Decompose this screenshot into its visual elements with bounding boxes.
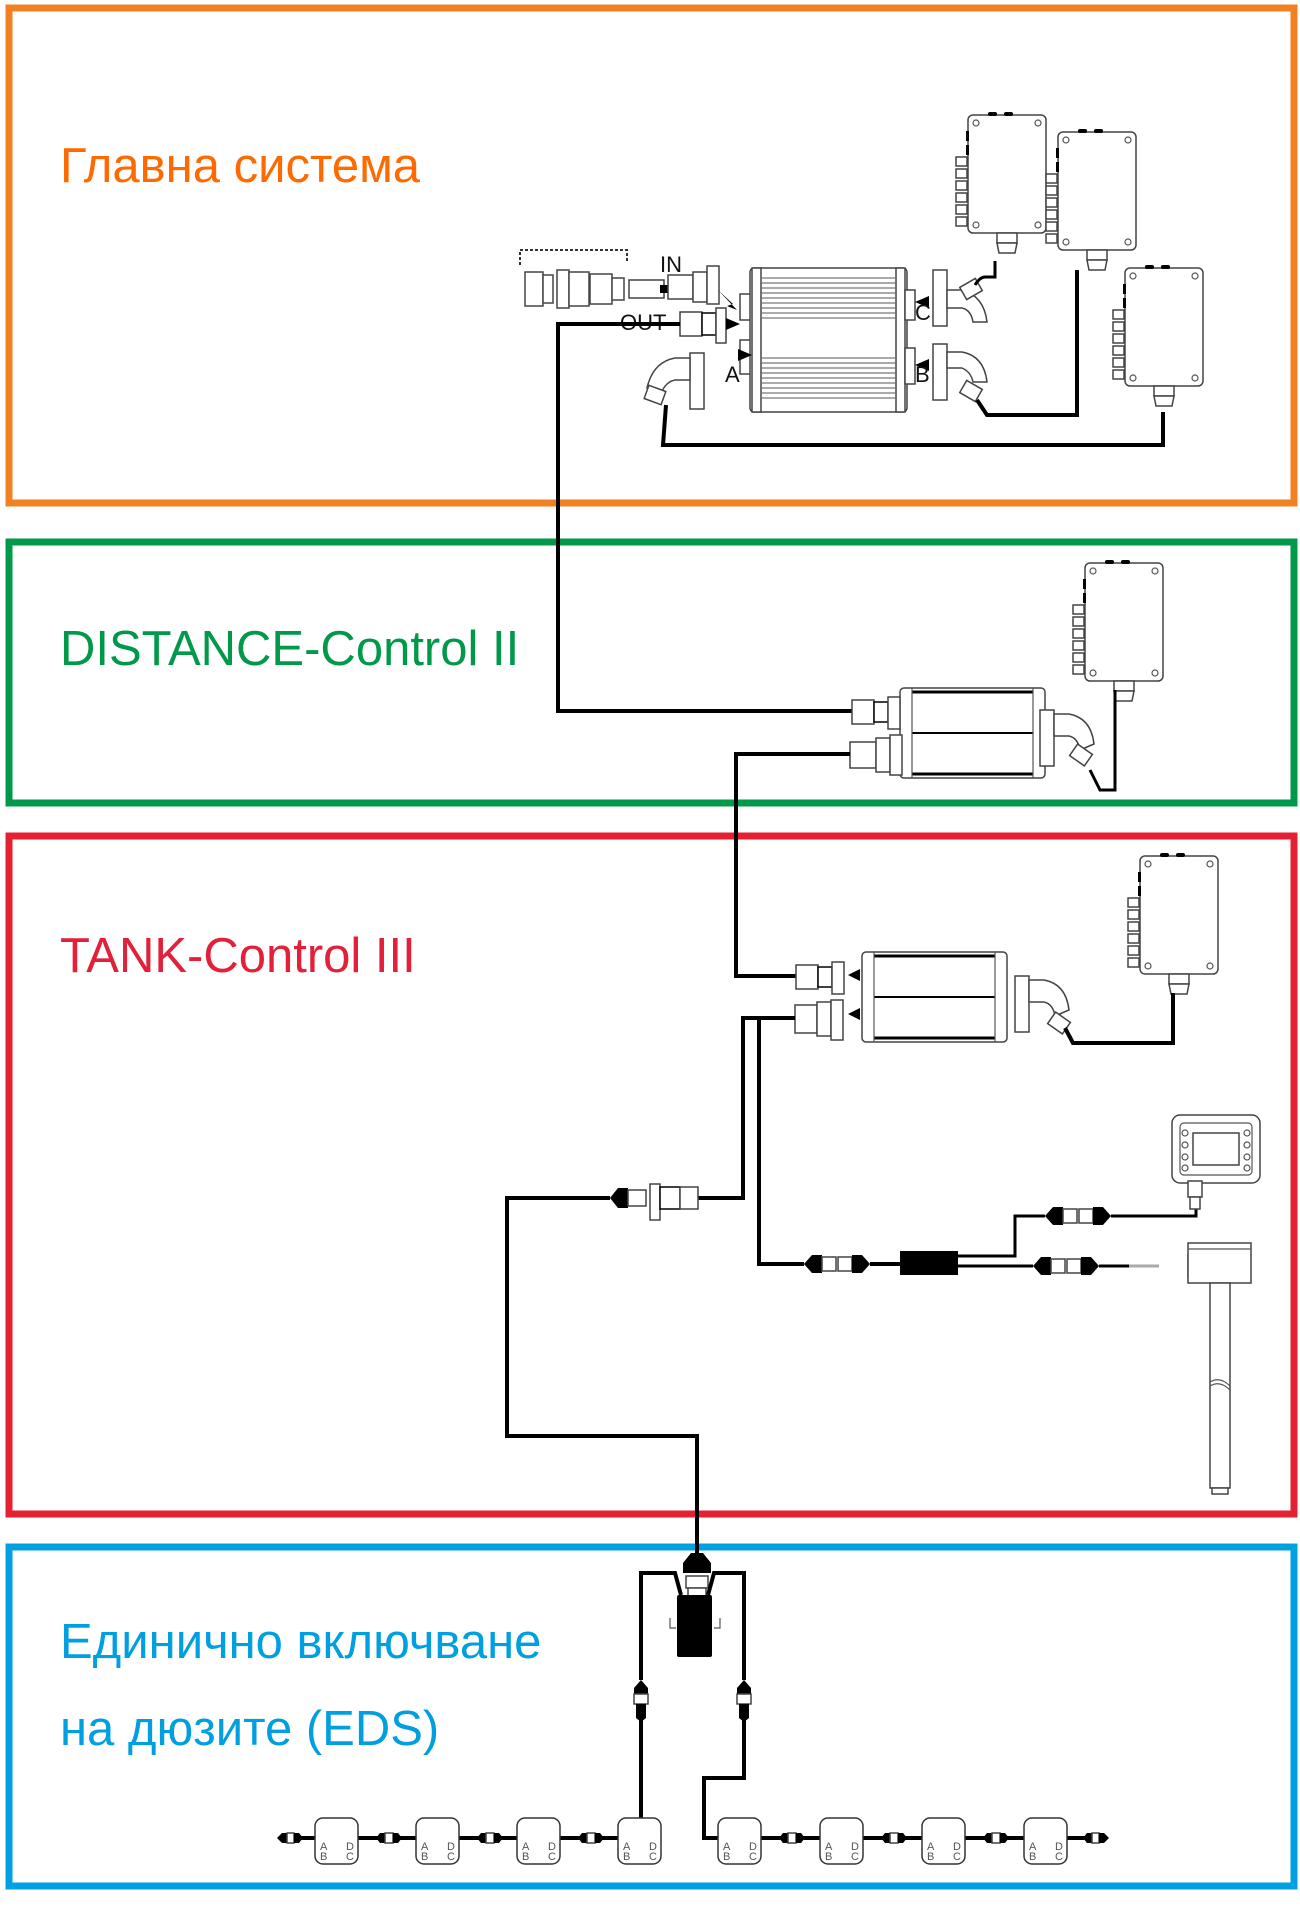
cable-b-to-box2 — [975, 270, 1079, 417]
nozzle-unit: AB DC — [717, 1817, 762, 1865]
port-label-a: A — [421, 1841, 429, 1853]
nozzle-connector — [477, 1832, 503, 1844]
port-label-c: C — [346, 1851, 354, 1863]
port-label-a: A — [522, 1841, 530, 1853]
nozzle-unit: AB DC — [415, 1817, 460, 1865]
port-label-d: D — [1055, 1841, 1063, 1853]
section-title-tank-control: TANK-Control III — [60, 929, 416, 983]
cable-c-to-box1 — [973, 261, 997, 286]
nozzle-unit: AB DC — [921, 1817, 966, 1865]
section-frame-main-system — [5, 4, 1298, 507]
end-cap-left — [277, 1832, 303, 1844]
port-label-c: C — [749, 1851, 757, 1863]
nozzle-connector — [881, 1832, 907, 1844]
port-label-a: A — [725, 362, 740, 387]
tank-control-unit — [860, 950, 1009, 1044]
port-label-a: A — [825, 1841, 833, 1853]
tank-control-components — [505, 852, 1261, 1563]
port-label-d: D — [649, 1841, 657, 1853]
main-control-unit — [739, 267, 916, 413]
nozzle-connector — [779, 1832, 805, 1844]
port-label-c: C — [548, 1851, 556, 1863]
nozzle-unit: AB DC — [314, 1817, 359, 1865]
port-label-d: D — [851, 1841, 859, 1853]
nozzle-unit: AB DC — [617, 1817, 662, 1865]
end-cap-right — [1083, 1832, 1109, 1844]
port-label-b: B — [320, 1851, 327, 1863]
port-label-a: A — [927, 1841, 935, 1853]
junction-box-distance — [1072, 559, 1164, 702]
inline-adapter — [610, 1183, 699, 1221]
eds-distributor — [677, 1595, 712, 1657]
port-label-d: D — [346, 1841, 354, 1853]
tractor-plug — [519, 249, 668, 309]
cable-a-to-box3 — [660, 404, 1165, 447]
port-label-d: D — [749, 1841, 757, 1853]
port-label-a: A — [320, 1841, 328, 1853]
port-label-c: C — [1055, 1851, 1063, 1863]
port-label-b: B — [927, 1851, 934, 1863]
port-label-c: C — [447, 1851, 455, 1863]
section-frame-distance-control — [5, 538, 1298, 807]
port-label-d: D — [953, 1841, 961, 1853]
plug-pair-2 — [1044, 1206, 1112, 1226]
section-title-distance-control: DISTANCE-Control II — [60, 622, 519, 676]
nozzle-unit: AB DC — [1023, 1817, 1068, 1865]
junction-box-2 — [1045, 128, 1137, 271]
junction-box-1 — [955, 111, 1047, 254]
port-label-b: B — [421, 1851, 428, 1863]
nozzle-connector — [578, 1832, 604, 1844]
port-label-c: C — [915, 300, 931, 325]
distance-control-components — [734, 559, 1164, 978]
cable-adapter-to-eds — [505, 1196, 699, 1563]
nozzle-unit: AB DC — [516, 1817, 561, 1865]
cable-tank-to-eds-adapter — [698, 1016, 795, 1200]
connector-label-in: IN — [660, 252, 682, 277]
port-label-b: B — [915, 362, 930, 387]
port-label-b: B — [825, 1851, 832, 1863]
section-title-main-system: Главна система — [60, 139, 421, 193]
junction-box-tank — [1127, 852, 1219, 995]
port-label-c: C — [851, 1851, 859, 1863]
main-system-components: IN OUT — [519, 111, 1204, 713]
port-label-d: D — [447, 1841, 455, 1853]
port-label-c: C — [649, 1851, 657, 1863]
display-terminal — [1171, 1114, 1261, 1210]
cable-out-to-distance — [556, 322, 863, 713]
cable-distance-to-tank — [734, 752, 850, 978]
section-frame-eds — [5, 1543, 1298, 1890]
port-label-b: B — [522, 1851, 529, 1863]
level-sensor — [1187, 1242, 1252, 1495]
port-label-a: A — [1029, 1841, 1037, 1853]
port-label-b: B — [623, 1851, 630, 1863]
plug-pair-1 — [803, 1254, 871, 1274]
nozzle-connector — [376, 1832, 402, 1844]
section-title-eds-line-1: Единично включване — [60, 1615, 541, 1669]
port-label-b: B — [723, 1851, 730, 1863]
nozzle-unit: AB DC — [819, 1817, 864, 1865]
port-label-c: C — [953, 1851, 961, 1863]
junction-box-3 — [1112, 264, 1204, 407]
section-frame-tank-control — [5, 832, 1298, 1518]
plug-pair-3 — [1032, 1256, 1100, 1276]
port-label-b: B — [1029, 1851, 1036, 1863]
port-label-d: D — [548, 1841, 556, 1853]
nozzle-connector — [983, 1832, 1009, 1844]
port-label-a: A — [623, 1841, 631, 1853]
port-label-a: A — [723, 1841, 731, 1853]
splitter-box — [900, 1251, 958, 1275]
distance-control-unit — [898, 686, 1047, 780]
section-title-eds-line-2: на дюзите (EDS) — [60, 1702, 439, 1756]
